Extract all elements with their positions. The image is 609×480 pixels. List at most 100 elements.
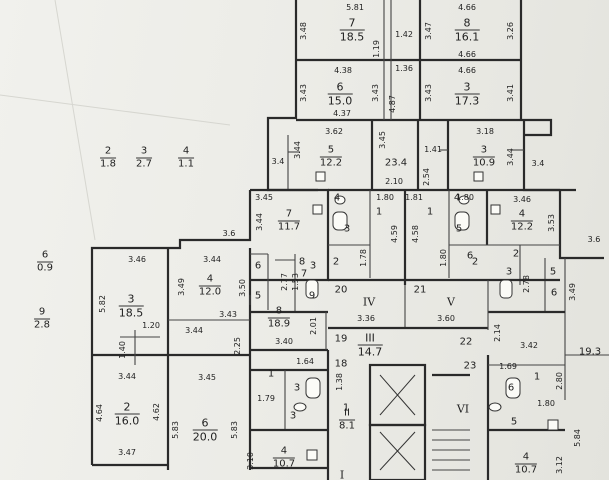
bathtub-icon bbox=[505, 377, 521, 399]
dimension-label: 4.64 bbox=[95, 404, 104, 422]
dimension-label: 3.45 bbox=[255, 193, 273, 202]
sink-icon bbox=[488, 402, 502, 412]
toilet-icon bbox=[458, 195, 470, 205]
dimension-label: 1.40 bbox=[118, 341, 127, 359]
stove-icon bbox=[312, 204, 323, 215]
dimension-label: 2.77 bbox=[280, 273, 289, 291]
room-number: 2 bbox=[332, 256, 340, 268]
room-number: 7 bbox=[300, 268, 308, 280]
dimension-label: 3.4 bbox=[271, 157, 285, 166]
room-number: 1 bbox=[426, 206, 434, 218]
dimension-label: 3.50 bbox=[238, 279, 247, 297]
dimension-label: 5.84 bbox=[573, 429, 582, 447]
dimension-label: 2.25 bbox=[233, 337, 242, 355]
room-number: 5 bbox=[510, 416, 518, 428]
stove-icon bbox=[315, 171, 326, 182]
room-number: 3 bbox=[309, 260, 317, 272]
dimension-label: 1.20 bbox=[142, 321, 160, 330]
dimension-label: 3.18 bbox=[476, 127, 494, 136]
dimension-label: 1.53 bbox=[291, 273, 300, 291]
dimension-label: 3.40 bbox=[275, 337, 293, 346]
stove-icon bbox=[490, 204, 501, 215]
dimension-label: 3.47 bbox=[118, 448, 136, 457]
bathtub-icon bbox=[454, 211, 470, 231]
dimension-label: 3.44 bbox=[118, 372, 136, 381]
dimension-label: 2.78 bbox=[522, 275, 531, 293]
room-number: 9 bbox=[308, 290, 316, 302]
section-label: IV bbox=[362, 295, 376, 309]
bathtub-icon bbox=[499, 279, 513, 299]
dimension-label: 3.36 bbox=[357, 314, 375, 323]
dimension-label: 5.81 bbox=[346, 3, 364, 12]
dimension-label: 5.83 bbox=[171, 421, 180, 439]
bathtub-icon bbox=[332, 211, 348, 231]
room-number: 21 bbox=[413, 284, 427, 296]
dimension-label: 3.62 bbox=[325, 127, 343, 136]
room-number: 6 bbox=[507, 382, 515, 394]
dimension-label: 2.54 bbox=[422, 168, 431, 186]
dimension-label: 3.49 bbox=[177, 278, 186, 296]
dimension-label: 3.43 bbox=[424, 84, 433, 102]
dimension-label: 2.14 bbox=[493, 324, 502, 342]
dimension-label: 3.44 bbox=[293, 141, 302, 159]
dimension-label: 1.78 bbox=[359, 249, 368, 267]
room-number: 6 bbox=[550, 287, 558, 299]
stove-icon bbox=[547, 419, 559, 431]
room-number: 5 bbox=[549, 266, 557, 278]
dimension-label: 3.44 bbox=[255, 213, 264, 231]
dimension-label: 3.44 bbox=[203, 255, 221, 264]
dimension-label: 1.80 bbox=[439, 249, 448, 267]
dimension-label: 3.42 bbox=[520, 341, 538, 350]
dimension-label: 3.45 bbox=[198, 373, 216, 382]
dimension-label: 1.79 bbox=[257, 394, 275, 403]
dimension-label: 3.4 bbox=[531, 159, 545, 168]
room-number: 4 bbox=[453, 192, 461, 204]
room-number: 2 bbox=[512, 248, 520, 260]
room-number: 5 bbox=[455, 223, 463, 235]
room-number: 6 bbox=[254, 260, 262, 272]
dimension-label: 3.26 bbox=[506, 22, 515, 40]
dimension-label: 3.46 bbox=[513, 195, 531, 204]
room-number: 22 bbox=[459, 336, 473, 348]
dimension-label: 3.10 bbox=[246, 452, 255, 470]
dimension-label: 3.44 bbox=[506, 148, 515, 166]
dimension-label: 3.43 bbox=[371, 84, 380, 102]
dimension-label: 4.37 bbox=[333, 109, 351, 118]
dimension-label: 3.6 bbox=[587, 235, 601, 244]
room-number: 18 bbox=[334, 358, 348, 370]
room-number: 3 bbox=[505, 266, 513, 278]
dimension-label: 3.49 bbox=[568, 283, 577, 301]
dimension-label: 1.64 bbox=[296, 357, 314, 366]
dimension-label: 3.53 bbox=[547, 214, 556, 232]
dimension-label: 1.36 bbox=[395, 64, 413, 73]
dimension-label: 4.59 bbox=[390, 225, 399, 243]
dimension-label: 4.66 bbox=[458, 50, 476, 59]
bathtub-icon bbox=[305, 279, 319, 299]
room-number: 19 bbox=[334, 333, 348, 345]
dimension-label: 1.42 bbox=[395, 30, 413, 39]
dimension-label: 3.12 bbox=[555, 456, 564, 474]
room-number: 2 bbox=[471, 256, 479, 268]
room-number: 3 bbox=[293, 382, 301, 394]
dimension-label: 1.19 bbox=[372, 40, 381, 58]
dimension-label: 3.47 bbox=[424, 22, 433, 40]
dimension-label: 3.41 bbox=[506, 84, 515, 102]
room-number: 5 bbox=[254, 290, 262, 302]
